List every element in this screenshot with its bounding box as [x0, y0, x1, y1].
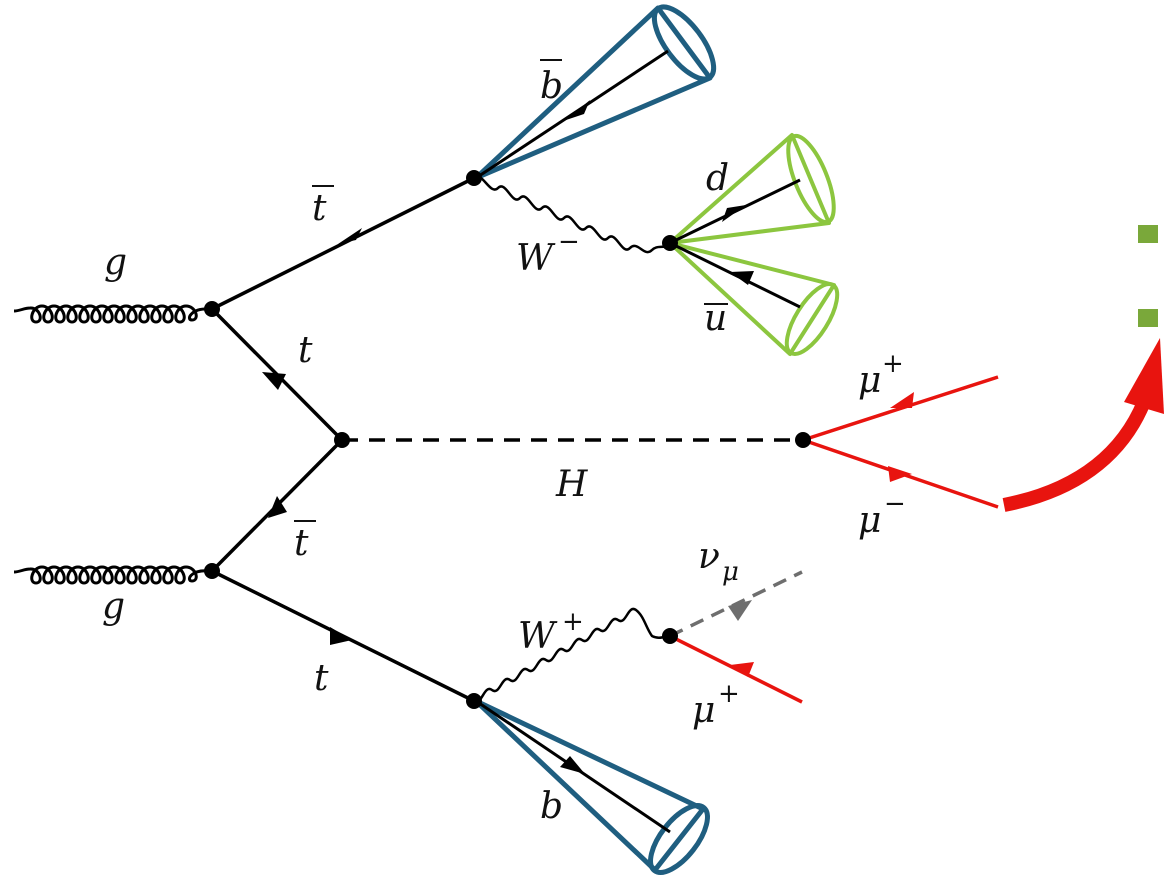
svg-text:−: −	[558, 227, 580, 257]
label-wplus: W +	[518, 607, 584, 657]
vertex-antitop-decay	[466, 170, 482, 186]
svg-text:b: b	[540, 66, 563, 107]
gluon-line-top	[14, 306, 210, 322]
green-marker-upper	[1138, 225, 1158, 243]
svg-text:μ: μ	[858, 360, 881, 401]
label-d: d	[706, 158, 729, 199]
arrow-top-upper	[262, 372, 286, 390]
vertex-top-decay	[466, 693, 482, 709]
label-top-lower: t	[314, 658, 329, 699]
svg-text:μ: μ	[722, 557, 739, 587]
d-jet-cone	[670, 130, 843, 243]
svg-text:t: t	[312, 188, 327, 229]
muplus-h-line	[803, 377, 998, 440]
vertex-wminus-decay	[662, 235, 678, 251]
arrow-muminus-h	[888, 466, 912, 482]
label-muplus-higgs: μ +	[858, 349, 904, 401]
svg-text:−: −	[884, 489, 906, 519]
svg-text:t: t	[294, 523, 309, 564]
svg-text:+: +	[718, 679, 740, 709]
label-ubar: u	[704, 298, 728, 339]
label-antitop-upper: t	[312, 186, 334, 229]
svg-text:+: +	[562, 607, 584, 637]
svg-text:W: W	[516, 238, 556, 279]
label-antitop-lower: t	[294, 521, 316, 564]
gluon-line-bottom	[14, 567, 210, 583]
bbar-line	[476, 51, 668, 178]
vertex-gluon-top	[204, 301, 220, 317]
label-neutrino: ν μ	[698, 536, 739, 587]
green-marker-lower	[1138, 309, 1158, 327]
svg-text:+: +	[882, 349, 904, 379]
svg-text:u: u	[704, 298, 727, 339]
vertex-higgs-decay	[795, 432, 811, 448]
vertex-higgs-production	[334, 432, 350, 448]
svg-text:W: W	[518, 616, 558, 657]
label-muplus-w: μ +	[692, 679, 740, 731]
svg-text:μ: μ	[858, 500, 881, 541]
label-b: b	[540, 786, 563, 827]
svg-text:ν: ν	[698, 536, 720, 577]
label-higgs: H	[555, 464, 588, 505]
arrow-neutrino	[728, 600, 752, 621]
arrow-muplus-h	[890, 392, 914, 408]
antitop-line-upper	[212, 178, 474, 309]
curved-red-arrow	[1004, 402, 1144, 505]
bbar-jet-cone	[476, 0, 724, 178]
vertex-gluon-bottom	[204, 563, 220, 579]
label-gluon-top: g	[104, 242, 127, 283]
vertex-wplus-decay	[662, 628, 678, 644]
label-top-upper: t	[298, 330, 313, 371]
b-jet-cone	[476, 701, 718, 879]
label-muminus-higgs: μ −	[858, 489, 906, 541]
label-wminus: W −	[516, 227, 580, 279]
arrow-top-lower	[330, 627, 352, 645]
svg-text:μ: μ	[692, 690, 715, 731]
label-bbar: b	[540, 60, 563, 107]
label-gluon-bottom: g	[102, 586, 125, 627]
red-arrow-head-icon	[1124, 338, 1164, 414]
ubar-jet-cone	[670, 243, 847, 361]
